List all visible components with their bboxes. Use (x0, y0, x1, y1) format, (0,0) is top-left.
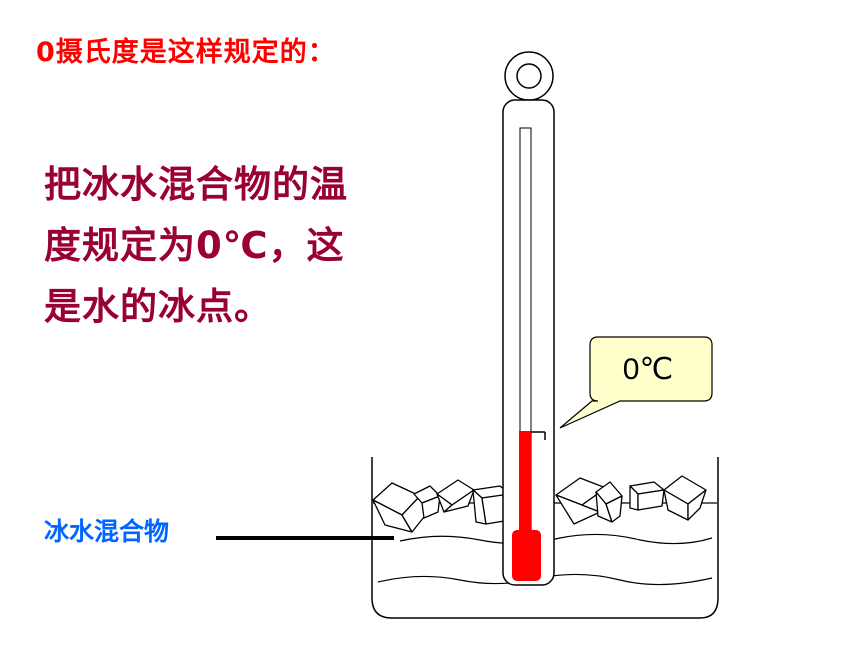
callout-reading: 0℃ (622, 353, 674, 386)
thermometer (502, 51, 555, 586)
mercury-column (519, 431, 531, 543)
definition-line: 把冰水混合物的温 (44, 163, 348, 206)
definition-paragraph: 把冰水混合物的温 度规定为0℃，这 是水的冰点。 (44, 154, 444, 337)
ice-cube (595, 481, 623, 523)
definition-line: 度规定为0℃，这 (44, 224, 345, 267)
ice-water-mixture-label: 冰水混合物 (44, 517, 170, 546)
slide-heading: 0摄氏度是这样规定的： (36, 37, 336, 68)
ice-cube (663, 475, 707, 521)
beaker (371, 457, 719, 619)
ice-cube (436, 479, 475, 513)
callout-bubble (559, 336, 713, 429)
thermometer-ring-hole (516, 63, 542, 89)
ice-cube (372, 482, 429, 533)
ice-cube (413, 485, 441, 519)
mercury-bulb (512, 530, 541, 581)
ice-cube (629, 481, 665, 511)
definition-line: 是水的冰点。 (44, 285, 272, 328)
ice-cubes (372, 475, 707, 533)
